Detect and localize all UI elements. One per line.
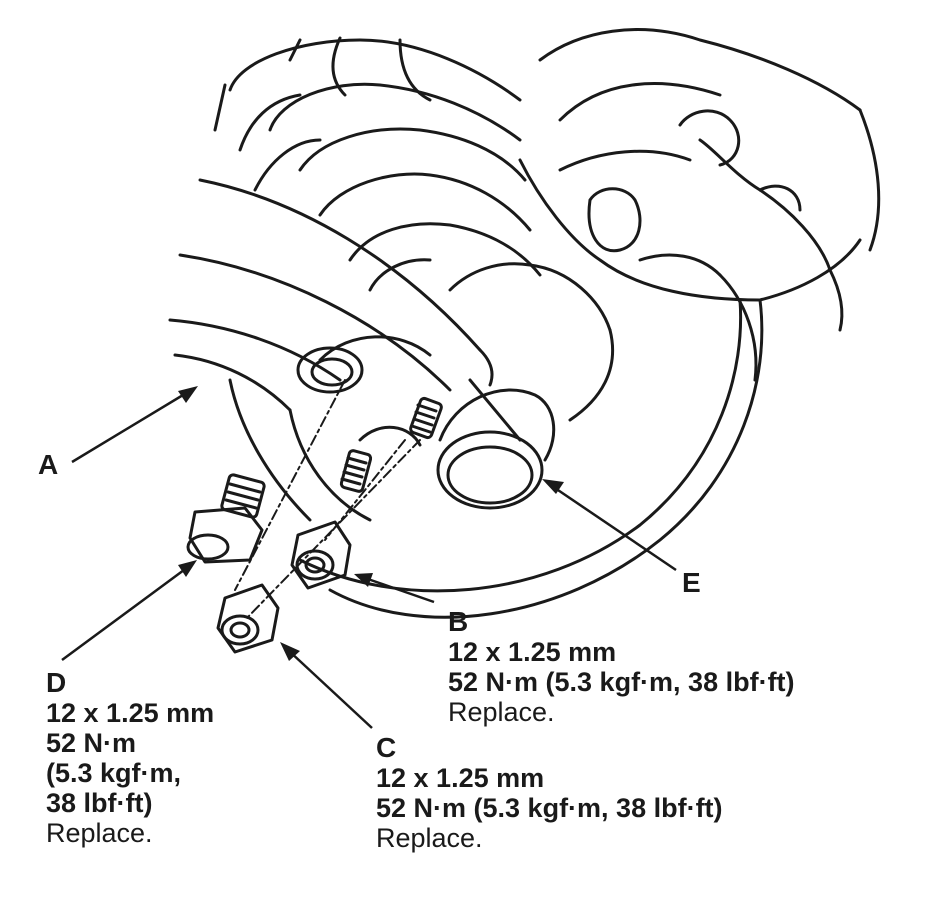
label-b-letter: B: [448, 606, 469, 637]
lower-arm: [168, 178, 494, 522]
arrow-e: [542, 479, 677, 572]
stud-lower: [339, 449, 373, 493]
label-d-letter: D: [46, 667, 67, 698]
label-c-size: 12 x 1.25 mm: [376, 763, 545, 793]
label-c-letter: C: [376, 732, 397, 763]
label-e: E: [682, 567, 701, 598]
nut-c: [216, 583, 280, 654]
nut-b: [290, 520, 352, 590]
label-a: A: [38, 449, 59, 480]
driveshaft-boot: [213, 36, 542, 292]
label-b-torque: 52 N·m (5.3 kgf·m, 38 lbf·ft): [448, 667, 795, 697]
arrow-a: [71, 386, 198, 464]
label-d-torque-3: 38 lbf·ft): [46, 788, 153, 818]
arrow-c: [280, 642, 373, 729]
arrow-b: [354, 573, 435, 604]
label-d-note: Replace.: [46, 818, 153, 848]
label-b-size: 12 x 1.25 mm: [448, 637, 617, 667]
label-d-size: 12 x 1.25 mm: [46, 698, 215, 728]
arrow-d: [61, 560, 197, 662]
steering-knuckle: [448, 28, 881, 422]
label-b: B 12 x 1.25 mm 52 N·m (5.3 kgf·m, 38 lbf…: [448, 606, 795, 728]
bolt-d: [186, 473, 266, 564]
label-c: C 12 x 1.25 mm 52 N·m (5.3 kgf·m, 38 lbf…: [376, 732, 723, 854]
ball-joint: [436, 378, 556, 510]
label-c-note: Replace.: [376, 823, 483, 853]
stud-upper: [409, 396, 443, 440]
label-c-torque: 52 N·m (5.3 kgf·m, 38 lbf·ft): [376, 793, 723, 823]
label-d-torque-1: 52 N·m: [46, 728, 137, 758]
hub-flange: [296, 335, 432, 447]
label-d: D 12 x 1.25 mm 52 N·m (5.3 kgf·m, 38 lbf…: [46, 667, 215, 849]
label-d-torque-2: (5.3 kgf·m,: [46, 758, 182, 788]
label-b-note: Replace.: [448, 697, 555, 727]
